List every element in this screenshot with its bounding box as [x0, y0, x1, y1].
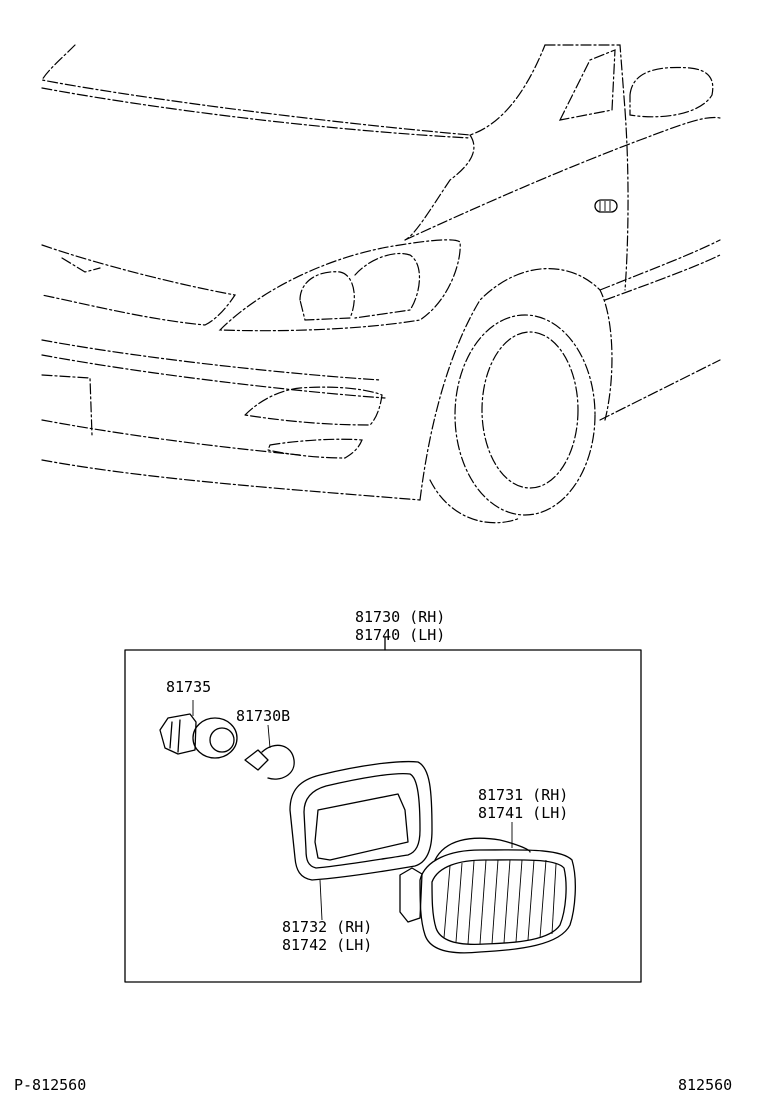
gasket-part	[289, 760, 433, 921]
car-front-illustration	[41, 44, 721, 524]
diagram-number: 812560	[678, 1076, 732, 1094]
label-gasket-lh: 81742 (LH)	[282, 936, 372, 954]
label-bulb: 81730B	[236, 707, 290, 725]
label-assembly-lh: 81740 (LH)	[355, 626, 445, 644]
parts-detail: 81730 (RH) 81740 (LH) 81735 81730B 81731…	[124, 608, 642, 983]
socket-part	[159, 700, 238, 759]
page-code: P-812560	[14, 1076, 86, 1094]
label-socket: 81735	[166, 678, 211, 696]
label-gasket-rh: 81732 (RH)	[282, 918, 372, 936]
label-lens-rh: 81731 (RH)	[478, 786, 568, 804]
label-assembly-rh: 81730 (RH)	[355, 608, 445, 626]
bulb-part	[244, 724, 295, 780]
assembly-frame	[124, 649, 642, 983]
lens-part	[399, 822, 576, 954]
label-lens-lh: 81741 (LH)	[478, 804, 568, 822]
